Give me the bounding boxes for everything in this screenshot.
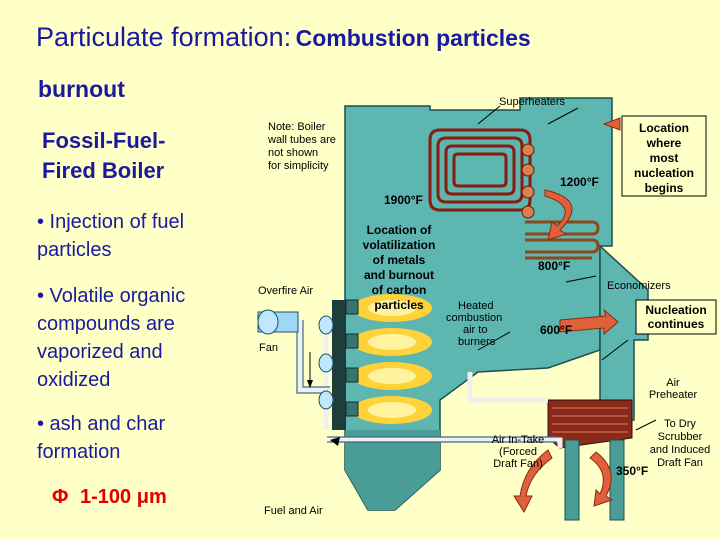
volatilization-line: Location of <box>367 223 433 237</box>
bullet-line: formation <box>37 438 247 466</box>
nucleation-line: Location <box>639 121 689 135</box>
preheater-line: Preheater <box>649 389 698 401</box>
scrubber-label: To Dry Scrubber and Induced Draft Fan <box>650 418 711 469</box>
slide-title: Particulate formation: Combustion partic… <box>36 22 531 53</box>
note-line: wall tubes are <box>267 134 336 146</box>
bullet-line: vaporized and <box>37 338 247 366</box>
particle-size: Φ 1-100 μm <box>52 486 167 509</box>
nucleation-line: where <box>646 136 682 150</box>
bullet-ash: • ash and char formation <box>37 410 247 466</box>
intake-line: (Forced <box>499 446 537 458</box>
overfire-air-label: Overfire Air <box>258 285 313 297</box>
scrubber-line: and Induced <box>650 444 711 456</box>
volatilization-line: of carbon <box>372 283 427 297</box>
boiler-diagram: Superheaters Note: Boiler wall tubes are… <box>250 90 718 538</box>
temp-600: 600°F <box>540 323 572 337</box>
bullet-line: • Injection of fuel <box>37 208 247 236</box>
size-unit: μm <box>137 486 167 508</box>
scrubber-line: To Dry <box>664 418 696 430</box>
boiler-heading-line-2: Fired Boiler <box>42 156 222 186</box>
phi-symbol: Φ <box>52 486 68 508</box>
heated-air-line: air to <box>463 324 487 336</box>
bullet-line: • Volatile organic <box>37 282 247 310</box>
nucleation-continues-box: Nucleation continues <box>636 300 716 334</box>
note-line: for simplicity <box>268 160 329 172</box>
superheaters-label: Superheaters <box>499 96 566 108</box>
title-sub: Combustion particles <box>296 25 531 51</box>
volatilization-line: particles <box>374 298 424 312</box>
size-range: 1-100 <box>80 486 131 508</box>
note-label: Note: Boiler wall tubes are not shown fo… <box>267 121 336 172</box>
temp-800: 800°F <box>538 259 570 273</box>
nucleation-line: nucleation <box>634 166 694 180</box>
bullet-injection: • Injection of fuel particles <box>37 208 247 264</box>
volatilization-line: of metals <box>373 253 426 267</box>
bullet-line: compounds are <box>37 310 247 338</box>
support-leg <box>610 440 624 520</box>
volatilization-line: volatilization <box>363 238 436 252</box>
continues-line: Nucleation <box>645 303 706 317</box>
support-leg <box>565 440 579 520</box>
note-line: not shown <box>268 147 318 159</box>
title-main: Particulate formation: <box>36 22 291 52</box>
temp-1200: 1200°F <box>560 175 599 189</box>
burner-wall <box>332 300 346 430</box>
note-line: Note: Boiler <box>268 121 326 133</box>
bullet-line: • ash and char <box>37 410 247 438</box>
intake-line: Draft Fan) <box>493 458 543 470</box>
fan-label: Fan <box>259 342 278 354</box>
bullet-volatile: • Volatile organic compounds are vaporiz… <box>37 282 247 394</box>
bullet-line: particles <box>37 236 247 264</box>
nucleation-line: most <box>650 151 679 165</box>
nucleation-line: begins <box>645 181 684 195</box>
heated-air-line: combustion <box>446 312 502 324</box>
fuel-and-air-label: Fuel and Air <box>264 505 323 517</box>
intake-line: Air In-Take <box>492 434 545 446</box>
fan-icon <box>258 310 298 334</box>
continues-line: continues <box>648 317 705 331</box>
boiler-heading: Fossil-Fuel- Fired Boiler <box>42 126 222 186</box>
air-preheater-label: Air Preheater <box>649 377 698 401</box>
economizers-label: Economizers <box>607 280 671 292</box>
duct-elbows <box>319 316 333 409</box>
temp-350: 350°F <box>616 464 648 478</box>
title-continuation: burnout <box>38 76 125 103</box>
scrubber-line: Scrubber <box>658 431 703 443</box>
bullet-line: oxidized <box>37 366 247 394</box>
nucleation-begins-box: Location where most nucleation begins <box>622 116 706 196</box>
heated-air-line: burners <box>458 336 496 348</box>
temp-1900: 1900°F <box>384 193 423 207</box>
boiler-heading-line-1: Fossil-Fuel- <box>42 126 222 156</box>
air-intake-label: Air In-Take (Forced Draft Fan) <box>492 434 545 470</box>
heated-air-line: Heated <box>458 300 493 312</box>
scrubber-line: Draft Fan <box>657 457 703 469</box>
preheater-line: Air <box>666 377 680 389</box>
volatilization-line: and burnout <box>364 268 434 282</box>
